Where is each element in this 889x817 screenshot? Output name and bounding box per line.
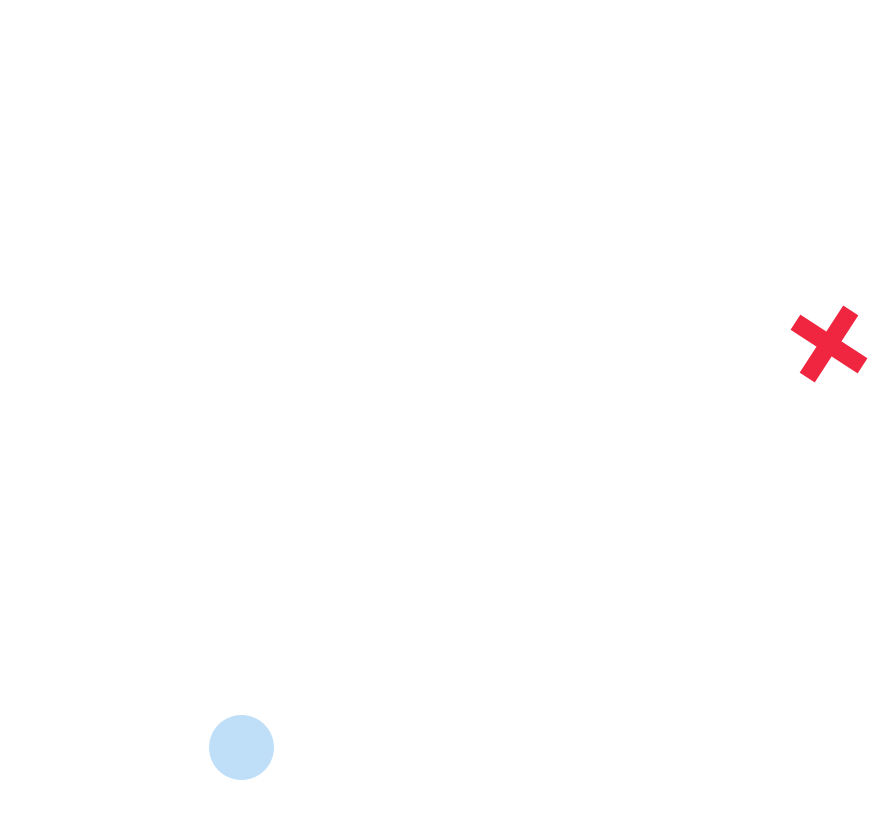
circle-icon [209,715,274,780]
cross-bar-horizontal [790,314,868,374]
cross-icon [790,305,868,383]
